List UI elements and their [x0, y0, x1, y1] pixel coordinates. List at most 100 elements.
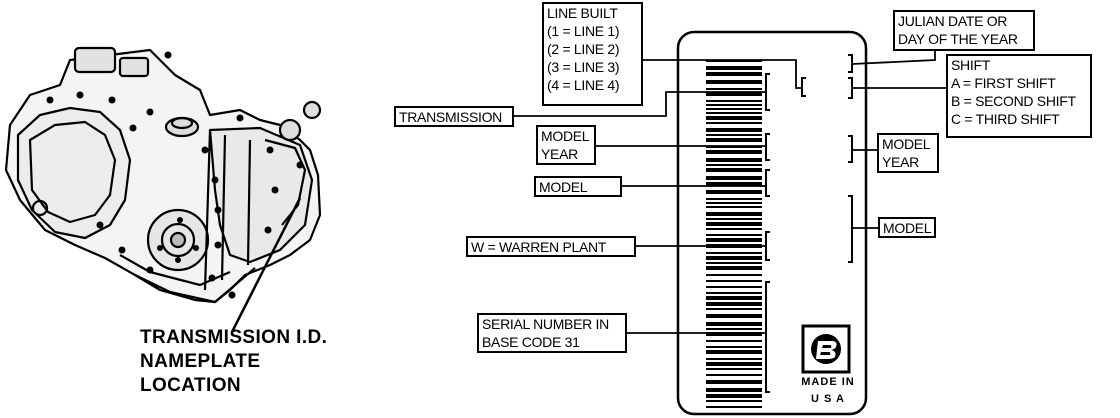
shift-b: B = SECOND SHIFT	[951, 93, 1076, 109]
caption-line-2: NAMEPLATE	[140, 351, 261, 372]
barcode-bar	[706, 262, 762, 264]
serial-line-1: SERIAL NUMBER IN	[482, 316, 609, 332]
shift-title: SHIFT	[951, 57, 990, 73]
model-right-text: MODEL	[883, 220, 932, 236]
barcode-bar	[706, 400, 762, 402]
label-shift: SHIFT A = FIRST SHIFT B = SECOND SHIFT C…	[946, 54, 1092, 138]
barcode-bar	[706, 374, 762, 376]
barcode-bar	[706, 286, 762, 288]
leader-julian	[851, 50, 936, 65]
barcode-bar	[706, 406, 762, 408]
barcode-bar	[706, 198, 762, 200]
barcode-bar	[706, 380, 762, 384]
julian-line-1: JULIAN DATE OR	[898, 13, 1008, 29]
transmission-text: TRANSMISSION	[399, 109, 502, 125]
barcode-bar	[706, 108, 762, 110]
manufacturer-logo	[801, 324, 851, 374]
barcode-bar	[706, 328, 762, 330]
barcode-bar	[706, 146, 762, 148]
label-model-year-right: MODEL YEAR	[877, 133, 939, 173]
barcode-bar	[706, 134, 762, 136]
barcode-bar	[706, 218, 762, 220]
barcode-bar	[706, 362, 762, 366]
barcode-bar	[706, 150, 762, 154]
bracket-model-year-right	[848, 135, 853, 163]
label-serial-number: SERIAL NUMBER IN BASE CODE 31	[477, 313, 627, 353]
nameplate-location-caption: TRANSMISSION I.D. NAMEPLATE LOCATION	[140, 326, 327, 398]
barcode-bar	[706, 66, 762, 70]
barcode-bar	[706, 340, 762, 342]
barcode-bar	[706, 182, 762, 186]
barcode-bar	[706, 308, 762, 310]
warren-text: W = WARREN PLANT	[471, 239, 607, 255]
leader-transmission	[514, 91, 766, 117]
line-built-4: (4 = LINE 4)	[547, 77, 620, 93]
barcode-bar	[706, 358, 762, 360]
label-model-year-left: MODEL YEAR	[536, 125, 596, 165]
line-built-2: (2 = LINE 2)	[547, 41, 620, 57]
barcode-bar	[706, 164, 762, 166]
label-model-left: MODEL	[534, 176, 622, 197]
barcode-bar	[706, 72, 762, 76]
barcode-bar	[706, 60, 762, 62]
barcode-bar	[706, 138, 762, 142]
label-line-built: LINE BUILT (1 = LINE 1) (2 = LINE 2) (3 …	[542, 2, 643, 106]
barcode-bar	[706, 112, 762, 114]
barcode-bar	[706, 92, 762, 96]
barcode-bar	[706, 88, 762, 90]
line-built-3: (3 = LINE 3)	[547, 59, 620, 75]
barcode-bar	[706, 332, 762, 336]
bracket-model-year-left	[765, 133, 770, 161]
barcode-bar	[706, 206, 762, 208]
label-transmission: TRANSMISSION	[394, 106, 514, 127]
barcode-bar	[706, 190, 762, 194]
barcode-bar	[706, 212, 762, 216]
barcode-bar	[706, 280, 762, 282]
model-year-right-2: YEAR	[882, 154, 919, 170]
model-left-text: MODEL	[539, 179, 588, 195]
bracket-model-right	[848, 195, 853, 263]
barcode-bar	[706, 238, 762, 242]
made-in-label: MADE IN	[801, 376, 855, 388]
barcode-bar	[706, 350, 762, 354]
label-warren-plant: W = WARREN PLANT	[466, 236, 636, 257]
barcode-bar	[706, 368, 762, 370]
model-year-left-1: MODEL	[541, 128, 590, 144]
transmission-illustration	[4, 46, 322, 333]
barcode-bar	[706, 234, 762, 236]
barcode-bar	[706, 168, 762, 172]
barcode-bar	[706, 222, 762, 226]
barcode-bar	[706, 128, 762, 132]
barcode-bar	[706, 296, 762, 300]
barcode-bar	[706, 116, 762, 120]
shift-c: C = THIRD SHIFT	[951, 111, 1060, 127]
caption-line-1: TRANSMISSION I.D.	[140, 327, 328, 348]
barcode-bar	[706, 266, 762, 270]
barcode-bar	[706, 100, 762, 102]
barcode-bar	[706, 252, 762, 254]
model-year-right-1: MODEL	[882, 136, 931, 152]
barcode-bar	[706, 346, 762, 348]
barcode-bar	[706, 394, 762, 398]
barcode-bar	[706, 202, 762, 204]
barcode-bar	[706, 80, 762, 84]
label-model-right: MODEL	[878, 217, 936, 238]
barcode-bar	[706, 256, 762, 260]
julian-line-2: DAY OF THE YEAR	[898, 31, 1018, 47]
leader-line-built	[643, 59, 802, 89]
bracket-serial	[765, 281, 770, 393]
line-built-title: LINE BUILT	[547, 5, 618, 21]
barcode-bar	[706, 302, 762, 306]
country-label: U S A	[811, 393, 845, 405]
barcode-bar	[706, 292, 762, 294]
bracket-model-left	[765, 169, 770, 197]
barcode-bar	[706, 314, 762, 318]
label-julian-date: JULIAN DATE OR DAY OF THE YEAR	[893, 10, 1035, 51]
shift-a: A = FIRST SHIFT	[951, 75, 1056, 91]
line-built-1: (1 = LINE 1)	[547, 23, 620, 39]
barcode-bar	[706, 228, 762, 230]
barcode-bar	[706, 122, 762, 124]
barcode-bar	[706, 388, 762, 392]
